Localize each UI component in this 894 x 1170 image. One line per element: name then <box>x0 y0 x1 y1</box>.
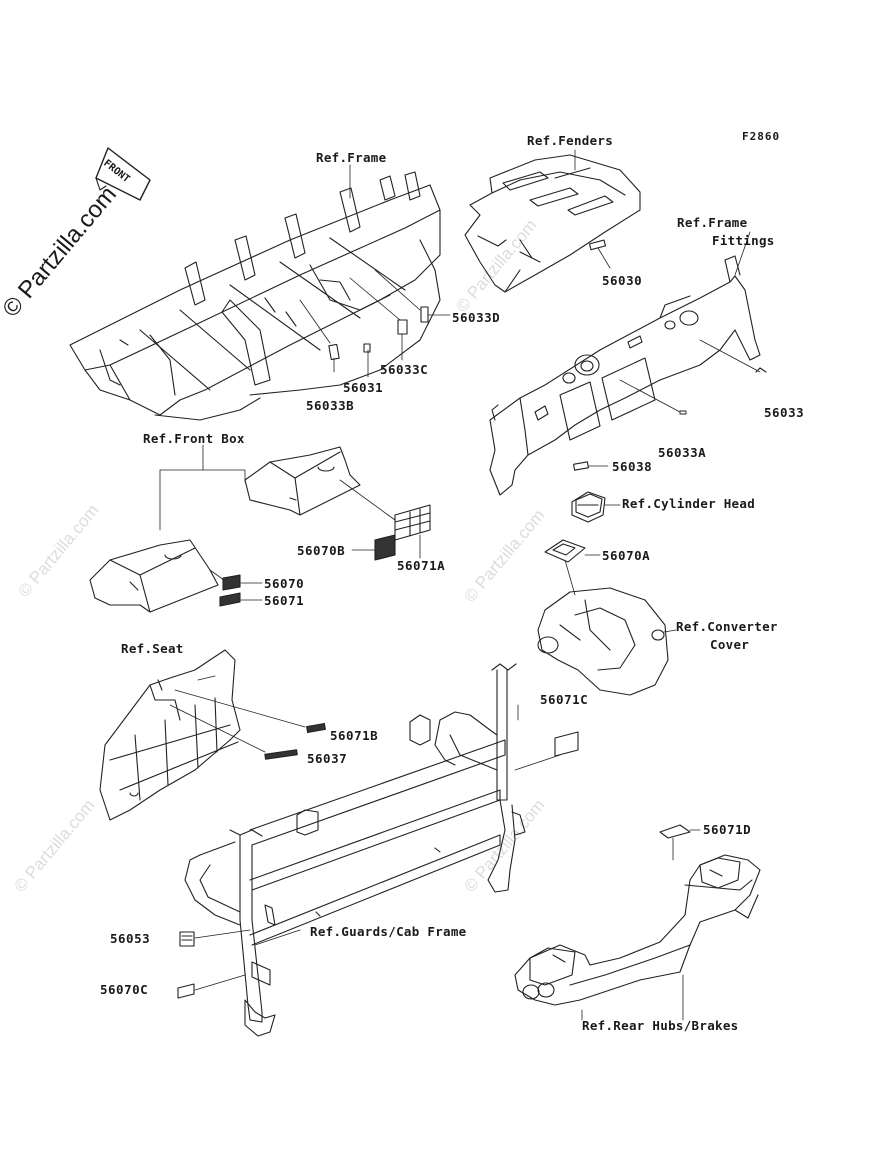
frame-fittings-drawing <box>489 255 761 496</box>
part-56033C: 56033C <box>380 362 429 377</box>
ref-frame-fittings-line1: Ref.Frame <box>677 215 748 230</box>
seat-drawing <box>99 649 241 821</box>
part-56038: 56038 <box>612 459 653 474</box>
ref-front-box: Ref.Front Box <box>143 431 245 446</box>
front-arrow-icon <box>95 147 151 201</box>
frame-drawing <box>69 171 441 421</box>
front-box-upper-drawing <box>244 446 361 516</box>
ref-seat: Ref.Seat <box>121 641 184 656</box>
front-box-decals <box>219 504 431 607</box>
part-56031: 56031 <box>343 380 384 395</box>
part-56033D: 56033D <box>452 310 501 325</box>
ref-frame-fittings-line2: Fittings <box>712 233 775 248</box>
part-56070B: 56070B <box>297 543 346 558</box>
part-56071A: 56071A <box>397 558 446 573</box>
cylinder-head-drawing <box>571 491 606 523</box>
fenders-drawing <box>464 154 641 293</box>
ref-converter-cover-line1: Ref.Converter <box>676 619 778 634</box>
ref-rear-hubs-brakes: Ref.Rear Hubs/Brakes <box>582 1018 739 1033</box>
ref-cylinder-head: Ref.Cylinder Head <box>622 496 756 511</box>
frame-decals <box>328 306 429 361</box>
part-56033A: 56033A <box>658 445 707 460</box>
part-56037: 56037 <box>307 751 348 766</box>
converter-cover-drawing <box>537 587 669 696</box>
part-56030: 56030 <box>602 273 643 288</box>
part-56071: 56071 <box>264 593 305 608</box>
ref-guards-cab-frame: Ref.Guards/Cab Frame <box>310 924 467 939</box>
figure-code: F2860 <box>742 130 781 143</box>
part-56071C: 56071C <box>540 692 589 707</box>
ref-frame: Ref.Frame <box>316 150 387 165</box>
part-56070A: 56070A <box>602 548 651 563</box>
part-56070: 56070 <box>264 576 305 591</box>
ref-fenders: Ref.Fenders <box>527 133 614 148</box>
part-56071B: 56071B <box>330 728 379 743</box>
front-box-lower-drawing <box>89 539 219 613</box>
part-56053: 56053 <box>110 931 151 946</box>
part-56071D: 56071D <box>703 822 752 837</box>
part-56070C: 56070C <box>100 982 149 997</box>
part-56033: 56033 <box>764 405 805 420</box>
ref-converter-cover-line2: Cover <box>710 637 750 652</box>
guards-cab-frame-drawing <box>184 663 526 1037</box>
rear-hubs-drawing <box>514 854 761 1006</box>
part-56033B: 56033B <box>306 398 355 413</box>
